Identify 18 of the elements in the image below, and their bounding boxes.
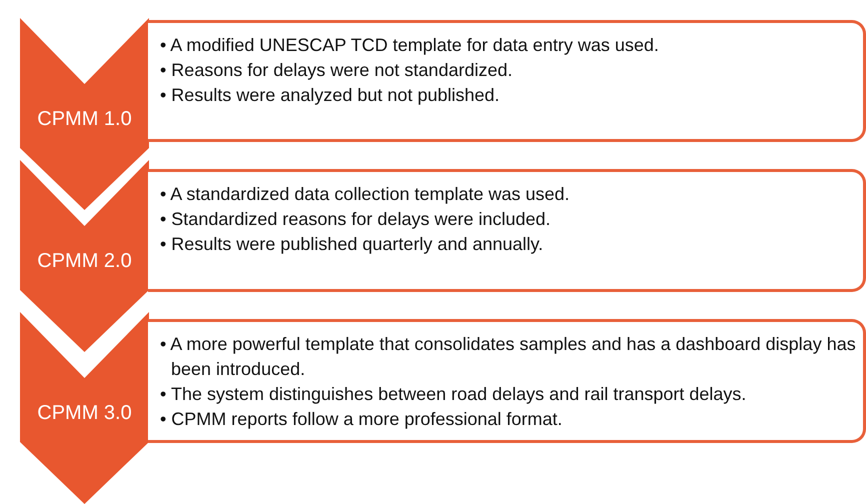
stage-label: CPMM 3.0 <box>36 402 133 425</box>
stage-label: CPMM 2.0 <box>36 250 133 273</box>
bullet-point: • Results were analyzed but not published. <box>160 84 501 107</box>
bullet-point: • Results were published quarterly and annually. <box>160 233 544 256</box>
bullet-point: • A standardized data collection template was used. <box>160 183 571 206</box>
bullet-point: • Standardized reasons for delays were included. <box>160 208 552 231</box>
chevron-shape <box>20 160 149 352</box>
stage-label: CPMM 1.0 <box>36 108 133 131</box>
content-box <box>148 169 866 292</box>
bullet-point: • Reasons for delays were not standardized. <box>160 59 514 82</box>
bullet-point: • A modified UNESCAP TCD template for data entry was used. <box>160 34 660 57</box>
content-box <box>148 20 866 142</box>
chevron-shape <box>20 312 149 504</box>
content-box <box>148 319 866 443</box>
chevron-shape <box>20 18 149 210</box>
bullet-point: • CPMM reports follow a more professional format. <box>160 408 564 431</box>
bullet-point: • The system distinguishes between road delays and rail transport delays. <box>160 383 748 406</box>
bullet-point: • A more powerful template that consolidates samples and has a dashboard display has been introduced. <box>160 333 857 381</box>
